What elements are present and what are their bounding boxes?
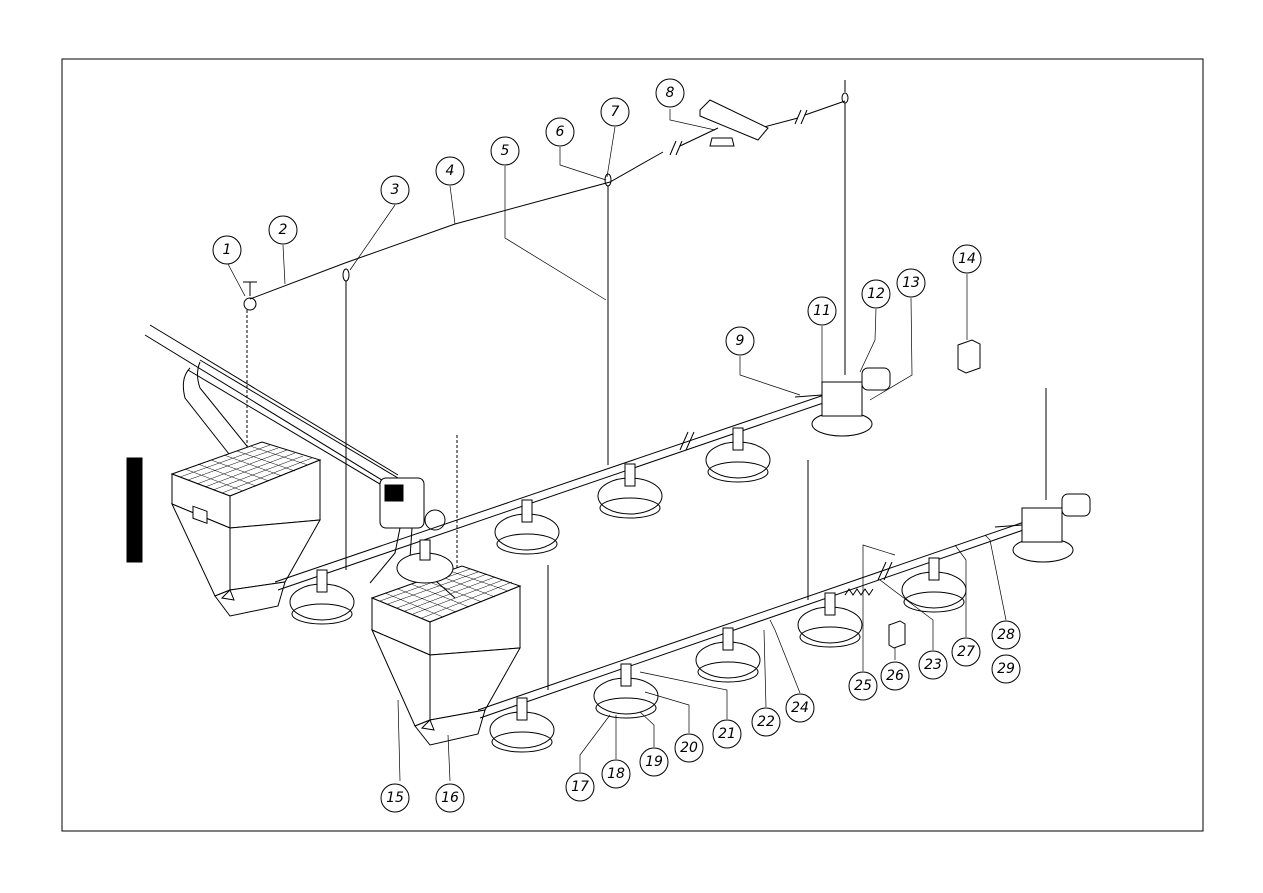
callout-16: 16	[435, 783, 465, 813]
callout-6: 6	[545, 117, 575, 147]
control-box	[957, 339, 981, 374]
distribution-unit	[369, 477, 456, 599]
callout-22: 22	[751, 707, 781, 737]
callout-12: 12	[861, 279, 891, 309]
callout-25: 25	[848, 671, 878, 701]
callout-14: 14	[952, 244, 982, 274]
hopper-back	[170, 441, 322, 617]
feeder-pan	[797, 592, 863, 648]
svg-text:28: 28	[997, 627, 1015, 643]
svg-text:6: 6	[556, 124, 565, 140]
svg-text:23: 23	[924, 657, 942, 673]
callout-8: 8	[655, 78, 685, 108]
svg-text:9: 9	[736, 333, 745, 349]
svg-text:26: 26	[886, 668, 904, 684]
svg-text:20: 20	[680, 740, 698, 756]
callout-29: 29	[991, 654, 1021, 684]
svg-text:11: 11	[813, 303, 831, 319]
svg-text:15: 15	[386, 790, 404, 806]
leader-lines	[227, 109, 1007, 782]
feed-line-front	[477, 519, 1033, 719]
svg-text:3: 3	[391, 182, 400, 198]
svg-text:7: 7	[611, 104, 620, 120]
drive-unit-back	[794, 367, 891, 437]
side-tab	[126, 457, 143, 563]
svg-text:13: 13	[902, 275, 920, 291]
svg-text:27: 27	[957, 644, 975, 660]
sensor-box	[888, 620, 906, 649]
callout-9: 9	[725, 326, 755, 356]
feeder-pan	[597, 463, 663, 519]
svg-text:29: 29	[997, 661, 1015, 677]
feeder-pan	[489, 697, 555, 753]
callout-7: 7	[600, 97, 630, 127]
feed-line-back	[274, 392, 833, 591]
callout-21: 21	[712, 719, 742, 749]
feeder-pan	[705, 427, 771, 483]
callout-5: 5	[490, 136, 520, 166]
svg-text:25: 25	[854, 678, 872, 694]
svg-text:12: 12	[867, 286, 885, 302]
drive-unit-front	[994, 493, 1091, 563]
svg-text:16: 16	[441, 790, 459, 806]
svg-text:1: 1	[223, 242, 232, 258]
callout-23: 23	[918, 650, 948, 680]
callout-17: 17	[565, 772, 595, 802]
callout-24: 24	[785, 693, 815, 723]
callout-26: 26	[880, 661, 910, 691]
hopper-front	[370, 565, 522, 746]
callout-13: 13	[896, 268, 926, 298]
svg-text:14: 14	[958, 251, 976, 267]
callout-3: 3	[380, 175, 410, 205]
drawing-frame	[61, 58, 1204, 832]
callout-1: 1	[212, 235, 242, 265]
fill-pipe	[144, 324, 399, 491]
callout-20: 20	[674, 733, 704, 763]
svg-text:17: 17	[571, 779, 589, 795]
callout-28: 28	[991, 620, 1021, 650]
callout-11: 11	[807, 296, 837, 326]
svg-text:19: 19	[645, 754, 663, 770]
callout-2: 2	[268, 215, 298, 245]
feeder-pan	[695, 627, 761, 683]
callout-15: 15	[380, 783, 410, 813]
svg-text:22: 22	[757, 714, 775, 730]
svg-text:18: 18	[607, 766, 625, 782]
callouts: 1 2 3 4 5 6 7 8 9 11 12 13 14 15 16 17 1…	[212, 78, 1021, 813]
svg-text:24: 24	[791, 700, 809, 716]
svg-text:8: 8	[666, 85, 675, 101]
feeder-pan	[593, 663, 659, 719]
svg-text:5: 5	[501, 143, 510, 159]
callout-18: 18	[601, 759, 631, 789]
feeder-pan	[494, 499, 560, 555]
svg-text:21: 21	[718, 726, 736, 742]
feeder-pans	[289, 427, 967, 753]
svg-text:4: 4	[446, 163, 455, 179]
suspension-system	[243, 80, 1047, 690]
callout-19: 19	[639, 747, 669, 777]
feeder-pan	[289, 569, 355, 625]
feeder-pan	[396, 539, 454, 584]
callout-4: 4	[435, 156, 465, 186]
callout-27: 27	[951, 637, 981, 667]
svg-text:2: 2	[279, 222, 288, 238]
